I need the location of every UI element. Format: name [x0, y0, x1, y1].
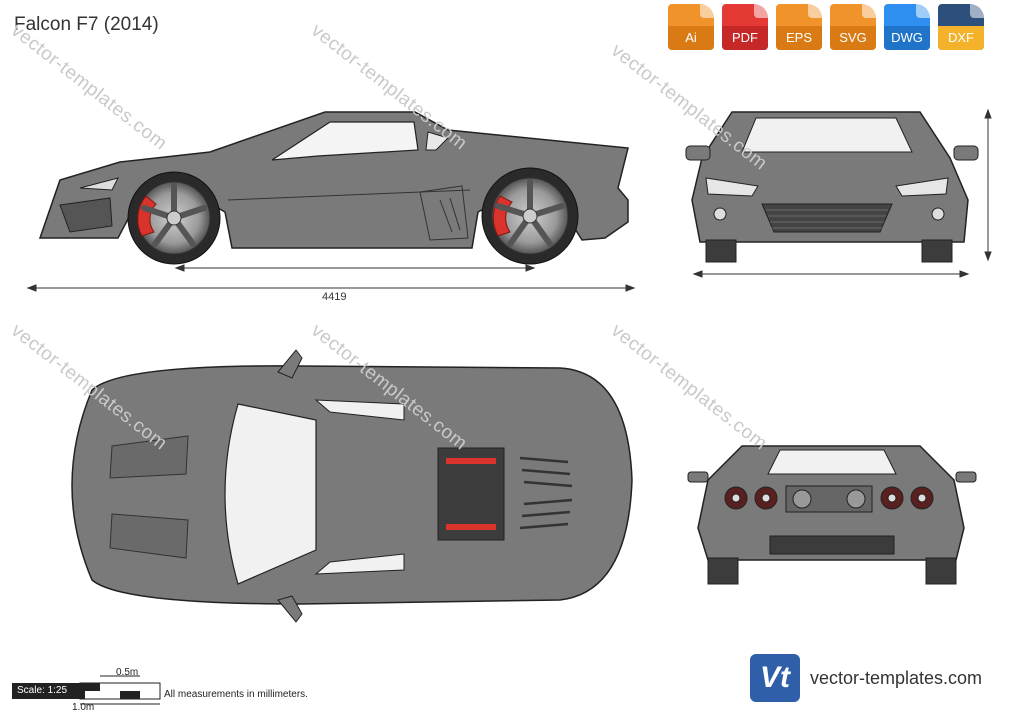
side-view	[26, 111, 636, 292]
front-windshield	[741, 117, 913, 153]
brand-logo-icon: Vt	[750, 654, 800, 702]
top-view	[71, 349, 633, 623]
dwg-file-icon: DWG	[884, 26, 930, 50]
top-body	[71, 365, 633, 605]
download-dxf-button[interactable]: DXF	[938, 4, 984, 50]
ai-file-icon: Ai	[668, 26, 714, 50]
download-eps-button[interactable]: EPS	[776, 4, 822, 50]
front-grille	[761, 203, 893, 233]
eps-file-icon: EPS	[776, 26, 822, 50]
download-svg-button[interactable]: SVG	[830, 4, 876, 50]
top-windshield	[224, 403, 317, 585]
pdf-file-icon: PDF	[722, 26, 768, 50]
side-window-rear	[425, 131, 449, 151]
rear-window	[767, 449, 897, 475]
scale-half-label: 0.5m	[116, 667, 139, 678]
brand-link[interactable]: vector-templates.com	[810, 667, 983, 688]
format-downloads: Ai PDF EPS SVG DWG DXF	[668, 4, 984, 50]
brand[interactable]: Vt vector-templates.com	[750, 654, 982, 702]
rear-view	[687, 445, 977, 585]
download-ai-button[interactable]: Ai	[668, 4, 714, 50]
scale-graphic	[79, 675, 161, 705]
scale-label: Scale: 1:25	[12, 683, 85, 699]
measurement-note: All measurements in millimeters.	[164, 689, 308, 700]
side-window	[271, 121, 419, 161]
svg-file-icon: SVG	[830, 26, 876, 50]
dxf-file-icon: DXF	[938, 26, 984, 50]
scale-full-label: 1.0m	[72, 702, 95, 713]
download-dwg-button[interactable]: DWG	[884, 4, 930, 50]
download-pdf-button[interactable]: PDF	[722, 4, 768, 50]
front-view	[685, 108, 992, 278]
page-title: Falcon F7 (2014)	[14, 14, 159, 35]
length-dimension: 4419	[322, 291, 347, 303]
